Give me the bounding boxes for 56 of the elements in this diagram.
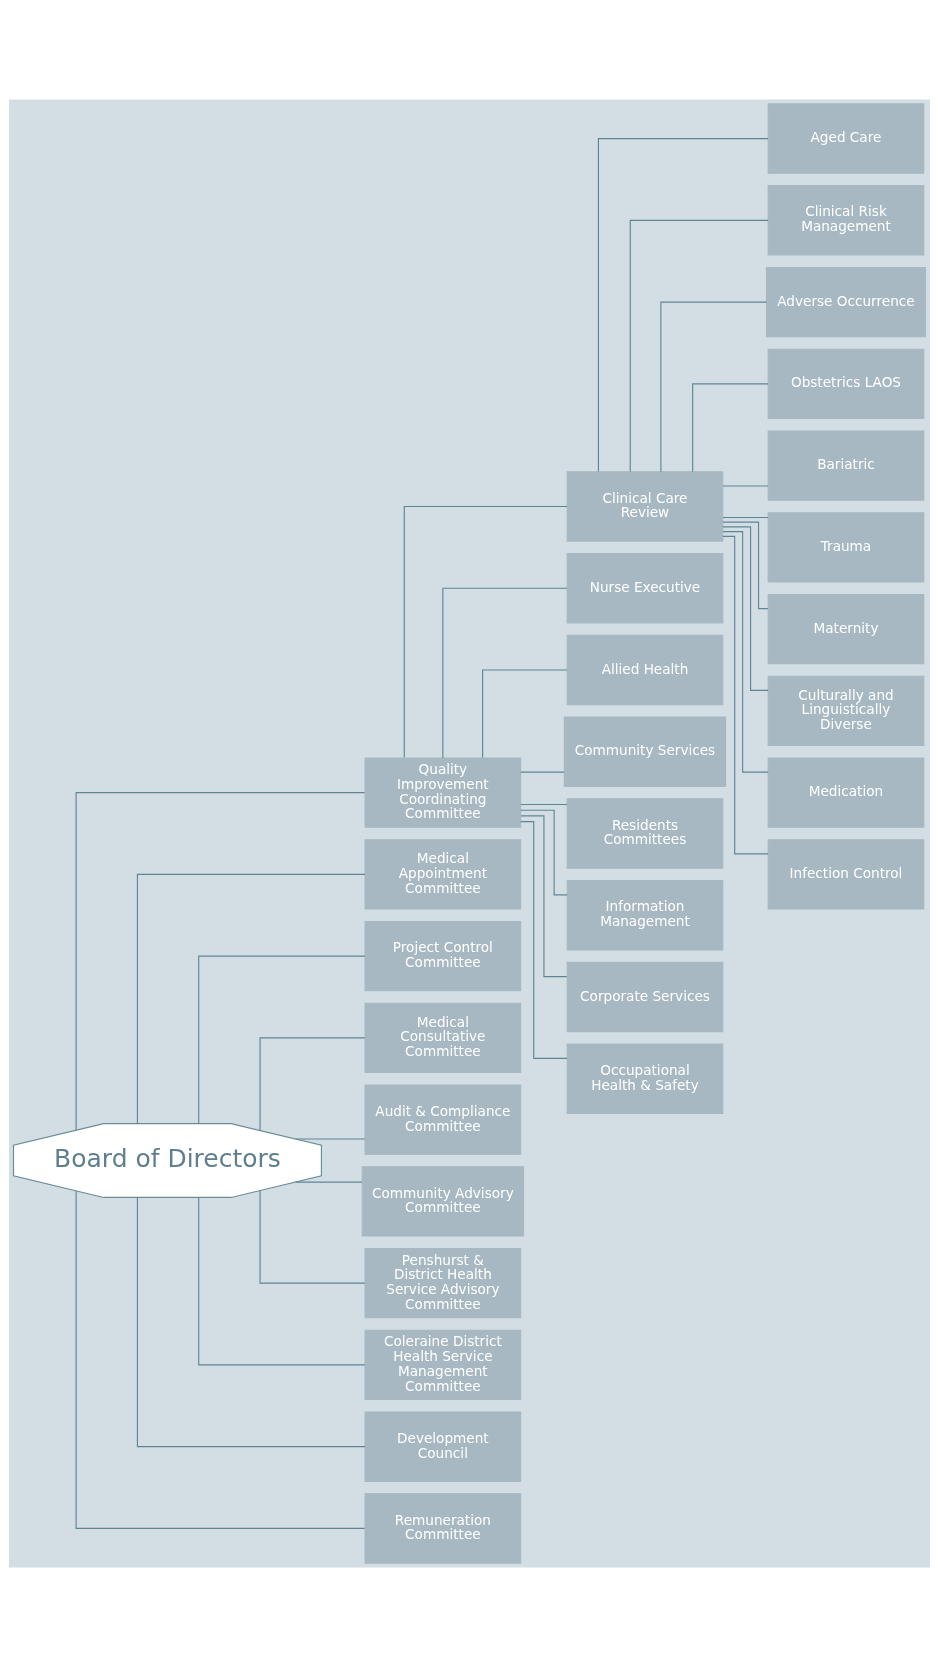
connector: [136, 873, 366, 1124]
node-box: Quality Improvement Coordinating Committee: [364, 756, 521, 828]
node-box: Occupational Health & Safety: [566, 1043, 723, 1114]
node-box: Development Council: [364, 1410, 521, 1482]
node-box: Residents Committees: [566, 797, 723, 869]
connector: [197, 1196, 365, 1365]
node-box: Project Control Committee: [364, 920, 521, 991]
node-box: Bariatric: [767, 429, 924, 501]
connector: [721, 535, 769, 854]
connector: [597, 137, 769, 472]
connector: [294, 1181, 362, 1183]
connector: [519, 814, 567, 977]
node-box: Aged Care: [767, 102, 924, 174]
connector: [259, 1036, 365, 1131]
node-box: Information Management: [566, 879, 723, 950]
node-box: Remuneration Committee: [364, 1492, 521, 1564]
connector: [721, 530, 769, 773]
connector: [294, 1137, 366, 1139]
connector: [519, 820, 568, 1059]
node-box: Penshurst & District Health Service Advisory Committee: [364, 1247, 521, 1318]
node-box: Adverse Occurrence: [765, 266, 926, 337]
connector: [691, 382, 769, 472]
node-box: Coleraine District Health Service Management Committee: [364, 1329, 521, 1400]
connector: [75, 791, 365, 1131]
node-box: Audit & Compliance Committee: [364, 1083, 521, 1155]
connector: [403, 505, 568, 758]
connector: [721, 516, 769, 518]
connector: [519, 809, 568, 895]
node-box: Community Advisory Committee: [361, 1165, 524, 1237]
node-box: Medical Appointment Committee: [364, 838, 521, 910]
node-box: Trauma: [767, 511, 924, 583]
node-box: Infection Control: [767, 838, 924, 910]
connector: [441, 587, 568, 759]
connector: [659, 301, 767, 472]
connector: [519, 803, 568, 805]
node-box: Maternity: [767, 593, 924, 664]
connector: [721, 521, 768, 609]
connector: [136, 1196, 366, 1447]
node-box: Medical Consultative Committee: [364, 1002, 521, 1073]
connector: [721, 525, 769, 691]
node-box: Culturally and Linguistically Diverse: [767, 675, 924, 746]
node-box: Community Services: [563, 716, 726, 787]
node-box: Clinical Care Review: [566, 470, 723, 542]
node-box: Allied Health: [566, 634, 723, 705]
node-box: Clinical Risk Management: [767, 184, 924, 256]
connector: [197, 955, 365, 1124]
connector: [75, 1189, 365, 1529]
connector: [259, 1189, 365, 1284]
node-box: Medication: [767, 756, 924, 828]
node-box: Nurse Executive: [566, 552, 723, 623]
connector: [481, 668, 568, 758]
node-box: Obstetrics LAOS: [767, 348, 924, 419]
node-box: Corporate Services: [566, 961, 723, 1032]
connector: [519, 771, 565, 773]
connector: [721, 484, 769, 487]
connector: [629, 219, 769, 472]
